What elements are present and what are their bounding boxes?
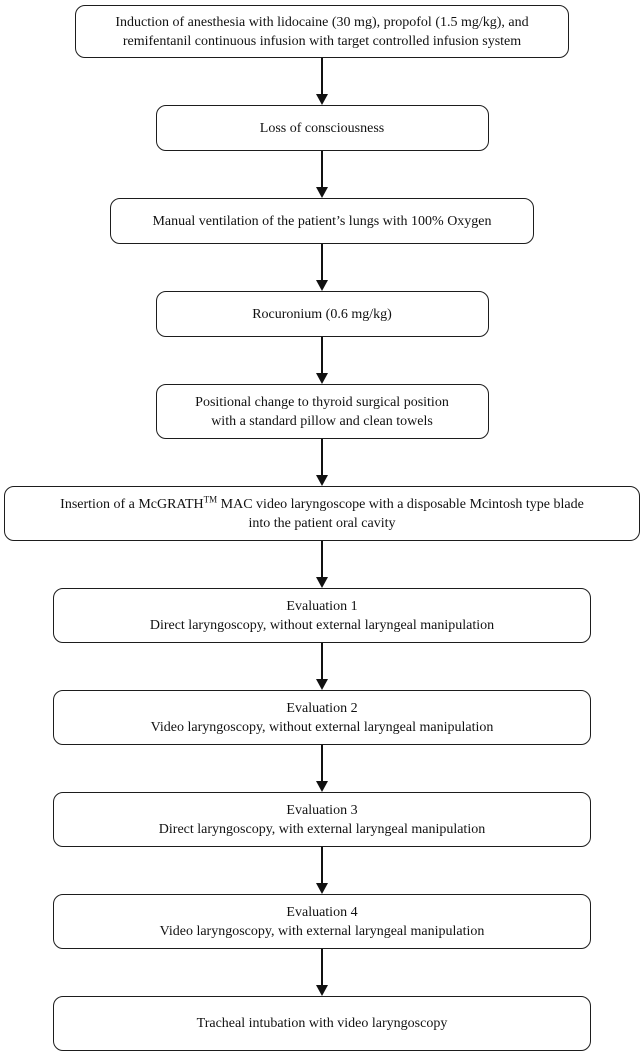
arrow-stem (321, 58, 323, 94)
flow-box-line: Rocuronium (0.6 mg/kg) (252, 306, 392, 322)
flow-box-line: Direct laryngoscopy, with external laryn… (158, 821, 486, 837)
arrow-stem (321, 847, 323, 883)
arrow-head-icon (316, 781, 328, 792)
flow-box-line: remifentanil continuous infusion with ta… (122, 33, 522, 49)
arrow-head-icon (316, 679, 328, 690)
arrow-head-icon (316, 475, 328, 486)
flow-arrow (316, 337, 328, 384)
flow-arrow (316, 643, 328, 690)
flow-box-induction: Induction of anesthesia with lidocaine (… (75, 5, 569, 58)
arrow-stem (321, 643, 323, 679)
flow-box-title: Evaluation 3 (286, 802, 358, 818)
arrow-head-icon (316, 373, 328, 384)
flow-box-evaluation-1: Evaluation 1 Direct laryngoscopy, withou… (53, 588, 591, 643)
flow-box-line: Insertion of a McGRATHTM MAC video laryn… (60, 493, 584, 514)
flow-box-line: with a standard pillow and clean towels (211, 413, 433, 429)
flow-box-evaluation-3: Evaluation 3 Direct laryngoscopy, with e… (53, 792, 591, 847)
flow-arrow (316, 847, 328, 894)
flow-box-line: Video laryngoscopy, with external laryng… (159, 923, 485, 939)
flow-box-evaluation-2: Evaluation 2 Video laryngoscopy, without… (53, 690, 591, 745)
flow-box-laryngoscope-insertion: Insertion of a McGRATHTM MAC video laryn… (4, 486, 640, 541)
flow-box-line: Manual ventilation of the patient’s lung… (152, 213, 492, 229)
flow-box-line: Induction of anesthesia with lidocaine (… (115, 14, 529, 30)
line-text-post: MAC video laryngoscope with a disposable… (217, 496, 584, 512)
arrow-stem (321, 151, 323, 187)
arrow-stem (321, 439, 323, 475)
flow-arrow (316, 439, 328, 486)
arrow-stem (321, 949, 323, 985)
flow-box-title: Evaluation 2 (286, 700, 358, 716)
flow-box-line: Positional change to thyroid surgical po… (195, 394, 449, 410)
arrow-stem (321, 745, 323, 781)
trademark-superscript: TM (203, 493, 218, 504)
flow-box-line: into the patient oral cavity (248, 515, 396, 531)
line-text-pre: Insertion of a McGRATH (60, 496, 204, 512)
flow-box-line: Video laryngoscopy, without external lar… (150, 719, 494, 735)
flow-arrow (316, 244, 328, 291)
flow-box-rocuronium: Rocuronium (0.6 mg/kg) (155, 291, 489, 337)
flow-box-tracheal-intubation: Tracheal intubation with video laryngosc… (53, 996, 591, 1051)
flow-box-manual-ventilation: Manual ventilation of the patient’s lung… (110, 198, 534, 244)
flow-arrow (316, 745, 328, 792)
flow-box-positional-change: Positional change to thyroid surgical po… (155, 384, 489, 439)
arrow-head-icon (316, 280, 328, 291)
flow-box-line: Direct laryngoscopy, without external la… (149, 617, 495, 633)
arrow-head-icon (316, 187, 328, 198)
flow-box-title: Evaluation 1 (286, 598, 358, 614)
flow-box-title: Evaluation 4 (286, 904, 358, 920)
flow-arrow (316, 541, 328, 588)
arrow-stem (321, 244, 323, 280)
arrow-head-icon (316, 577, 328, 588)
arrow-head-icon (316, 985, 328, 996)
arrow-head-icon (316, 883, 328, 894)
arrow-head-icon (316, 94, 328, 105)
flow-box-line: Loss of consciousness (259, 120, 385, 136)
flow-box-line: Tracheal intubation with video laryngosc… (196, 1016, 448, 1031)
flow-arrow (316, 151, 328, 198)
arrow-stem (321, 541, 323, 577)
flow-box-evaluation-4: Evaluation 4 Video laryngoscopy, with ex… (53, 894, 591, 949)
arrow-stem (321, 337, 323, 373)
flow-arrow (316, 949, 328, 996)
flow-arrow (316, 58, 328, 105)
flow-box-loss-of-consciousness: Loss of consciousness (155, 105, 489, 151)
